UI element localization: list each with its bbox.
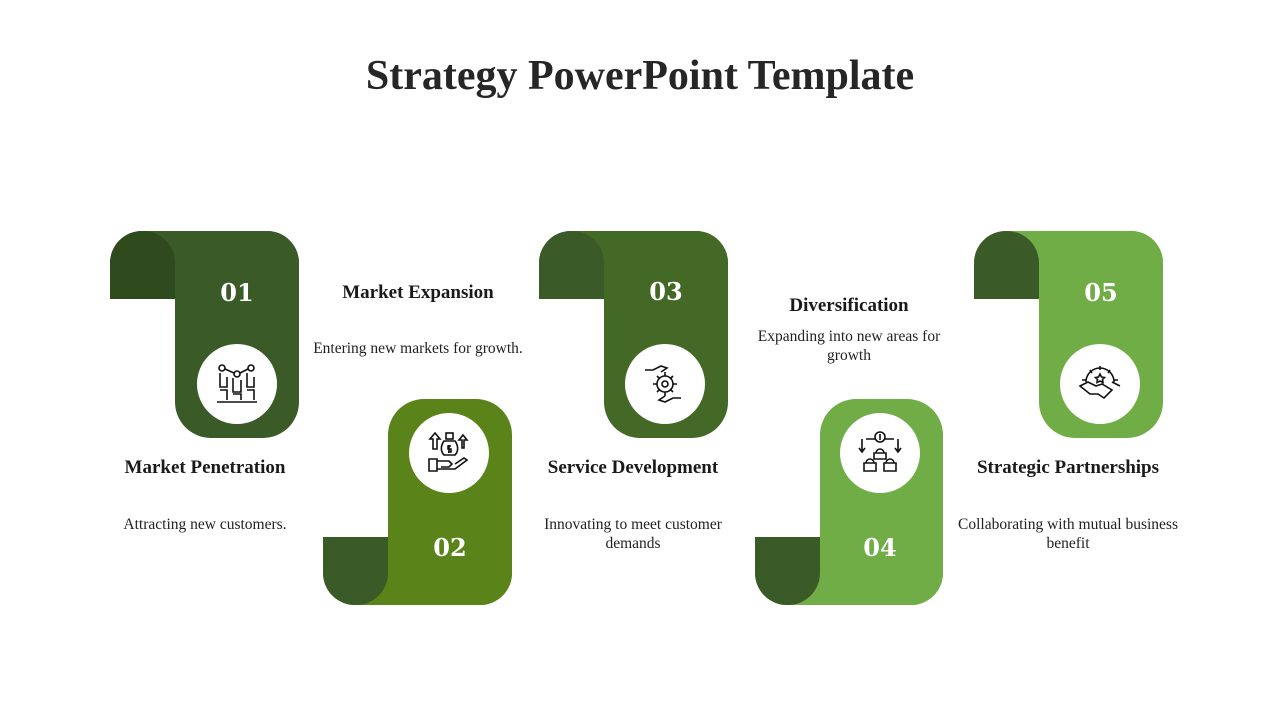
step-description: Innovating to meet customer demands — [544, 516, 722, 552]
step-description: Attracting new customers. — [123, 516, 287, 533]
fold-tab — [323, 537, 388, 605]
step-description: Collaborating with mutual business benef… — [958, 516, 1178, 552]
step-number: 03 — [649, 277, 683, 306]
money-hand-growth-icon — [409, 413, 489, 493]
step-heading: Service Development — [547, 457, 719, 478]
fold-tab — [974, 231, 1039, 299]
step-heading: Market Penetration — [124, 457, 286, 478]
step-heading: Diversification — [789, 295, 909, 316]
step-number: 05 — [1084, 278, 1118, 307]
step-number: 01 — [220, 278, 254, 307]
hands-network-icon — [197, 344, 277, 424]
step-heading: Market Expansion — [342, 282, 494, 303]
fold-tab — [755, 537, 820, 605]
step-number: 02 — [433, 533, 467, 562]
fold-tab — [539, 231, 604, 299]
handshake-gear-icon — [1060, 344, 1140, 424]
fold-tab — [110, 231, 175, 299]
step-heading: Strategic Partnerships — [976, 457, 1160, 478]
step-number: 04 — [863, 533, 897, 562]
gear-hands-icon — [625, 344, 705, 424]
step-description: Expanding into new areas for growth — [757, 328, 941, 364]
page-title: Strategy PowerPoint Template — [365, 53, 915, 99]
step-description: Entering new markets for growth. — [313, 340, 523, 357]
baskets-dollar-icon — [840, 413, 920, 493]
